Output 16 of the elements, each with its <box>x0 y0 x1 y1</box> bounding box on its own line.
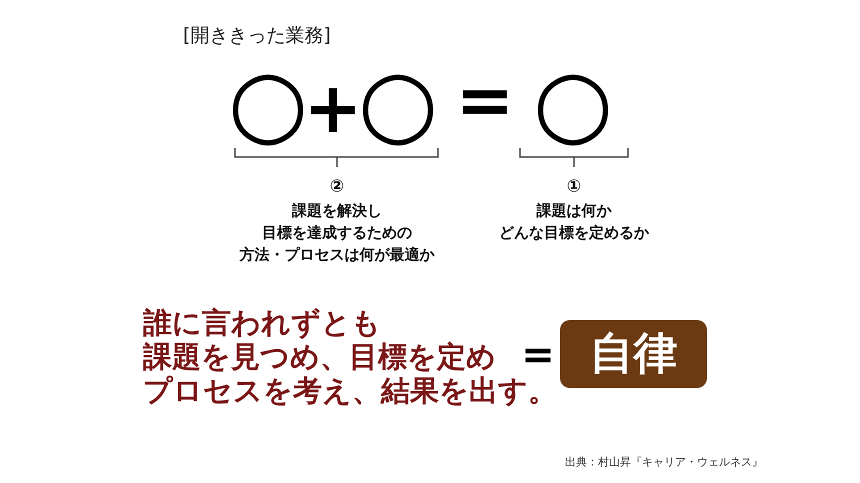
caption-line: 課題は何か <box>536 204 612 218</box>
equals-sign: = <box>456 65 514 135</box>
circle-symbol: ○ <box>532 57 614 149</box>
caption-line: どんな目標を定めるか <box>499 226 649 240</box>
equals-sign: = <box>521 335 555 375</box>
caption-line: 課題を解決し <box>292 204 382 218</box>
circled-number: ② <box>330 178 344 196</box>
statement-line: プロセスを考え、結果を出す。 <box>143 376 557 406</box>
statement-line: 誰に言われずとも <box>143 308 381 338</box>
circled-number: ① <box>566 178 582 196</box>
caption-line: 目標を達成するための <box>262 226 412 240</box>
statement-line: 課題を見つめ、目標を定め <box>143 342 496 372</box>
source-note: 出典：村山昇『キャリア・ウェルネス』 <box>565 456 763 468</box>
heading: [開ききった業務] <box>183 26 331 46</box>
label-box: 自律 <box>560 320 707 388</box>
caption-line: 方法・プロセスは何が最適か <box>240 248 434 262</box>
